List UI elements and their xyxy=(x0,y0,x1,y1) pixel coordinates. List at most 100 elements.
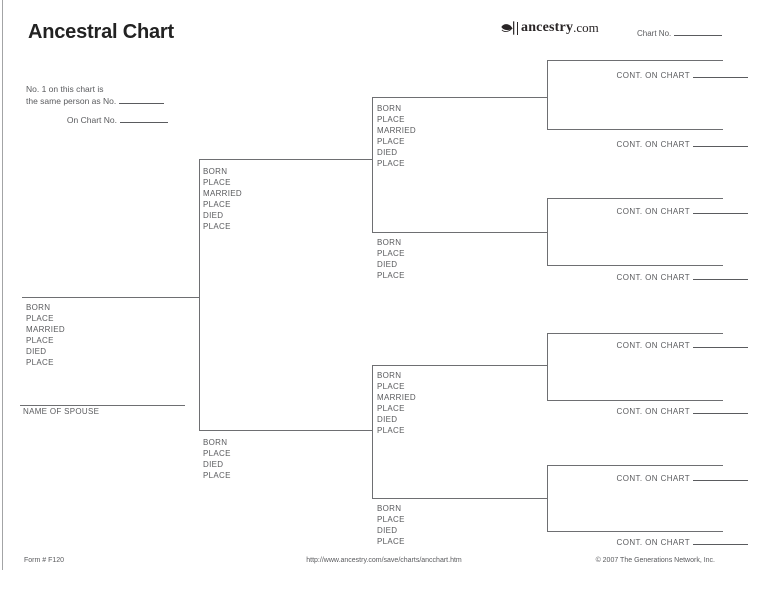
great-grandparent-8-name-line xyxy=(547,531,723,532)
on-chart-no-blank xyxy=(120,115,168,123)
field-label: BORN xyxy=(377,371,402,380)
maternal-grandfather-name-line xyxy=(372,365,547,366)
field-label: BORN xyxy=(377,238,402,247)
ancestry-leaf-icon xyxy=(500,20,516,36)
spouse-label: NAME OF SPOUSE xyxy=(23,407,100,416)
mother-name-line xyxy=(199,430,373,431)
logo-tld-text: .com xyxy=(573,20,599,35)
field-label: PLACE xyxy=(26,336,54,345)
father-field-labels: BORN PLACE MARRIED PLACE DIED PLACE xyxy=(203,166,242,232)
on-chart-no-field: On Chart No. xyxy=(26,115,168,125)
great-grandparent-bracket-1-connector xyxy=(547,60,548,130)
logo-divider xyxy=(517,21,518,35)
field-label: DIED xyxy=(377,526,398,535)
field-label: PLACE xyxy=(203,449,231,458)
great-grandparent-1-name-line xyxy=(547,60,723,61)
field-label: PLACE xyxy=(377,382,405,391)
field-label: PLACE xyxy=(203,200,231,209)
great-grandparent-3-name-line xyxy=(547,198,723,199)
field-label: PLACE xyxy=(377,404,405,413)
field-label: MARRIED xyxy=(203,189,242,198)
field-label: DIED xyxy=(377,415,398,424)
page-title: Ancestral Chart xyxy=(28,21,174,43)
same-person-blank xyxy=(119,96,165,104)
field-label: PLACE xyxy=(203,222,231,231)
field-label: MARRIED xyxy=(377,126,416,135)
field-label: PLACE xyxy=(377,159,405,168)
cont-on-chart-field-4: CONT. ON CHART xyxy=(617,272,748,282)
maternal-grandfather-field-labels: BORN PLACE MARRIED PLACE DIED PLACE xyxy=(377,370,416,436)
paternal-grandmother-name-line xyxy=(372,232,547,233)
great-grandparent-5-name-line xyxy=(547,333,723,334)
field-label: PLACE xyxy=(26,314,54,323)
field-label: PLACE xyxy=(377,515,405,524)
field-label: BORN xyxy=(26,303,51,312)
chart-note: No. 1 on this chart is the same person a… xyxy=(26,83,165,107)
maternal-grandmother-field-labels: BORN PLACE DIED PLACE xyxy=(377,503,405,547)
footer-url: http://www.ancestry.com/save/charts/ancc… xyxy=(306,557,462,564)
field-label: BORN xyxy=(203,167,228,176)
paternal-grandfather-name-line xyxy=(372,97,547,98)
field-label: BORN xyxy=(203,438,228,447)
form-number: Form # F120 xyxy=(24,557,65,564)
field-label: PLACE xyxy=(203,178,231,187)
field-label: PLACE xyxy=(203,471,231,480)
spouse-name-line xyxy=(20,405,185,406)
person-1-name-line xyxy=(22,297,200,298)
paternal-grandfather-field-labels: BORN PLACE MARRIED PLACE DIED PLACE xyxy=(377,103,416,169)
cont-blank-7 xyxy=(693,473,748,481)
paternal-grandmother-field-labels: BORN PLACE DIED PLACE xyxy=(377,237,405,281)
great-grandparent-7-name-line xyxy=(547,465,723,466)
chart-no-field: Chart No. xyxy=(637,28,723,38)
paternal-grandparents-connector-line xyxy=(372,97,373,233)
field-label: PLACE xyxy=(377,249,405,258)
cont-on-chart-field-2: CONT. ON CHART xyxy=(617,139,748,149)
field-label: PLACE xyxy=(377,115,405,124)
field-label: DIED xyxy=(203,211,224,220)
field-label: DIED xyxy=(203,460,224,469)
on-chart-no-label: On Chart No. xyxy=(66,115,117,125)
cont-blank-6 xyxy=(693,406,748,414)
great-grandparent-bracket-4-connector xyxy=(547,465,548,532)
chart-note-line-2: the same person as No. xyxy=(26,95,165,107)
field-label: MARRIED xyxy=(377,393,416,402)
great-grandparent-2-name-line xyxy=(547,129,723,130)
maternal-grandparents-connector-line xyxy=(372,365,373,499)
field-label: PLACE xyxy=(377,137,405,146)
cont-blank-3 xyxy=(693,206,748,214)
mother-field-labels: BORN PLACE DIED PLACE xyxy=(203,437,231,481)
cont-on-chart-field-5: CONT. ON CHART xyxy=(617,340,748,350)
cont-on-chart-field-1: CONT. ON CHART xyxy=(617,70,748,80)
logo-brand-text: ancestry xyxy=(521,20,574,35)
cont-on-chart-field-3: CONT. ON CHART xyxy=(617,206,748,216)
field-label: DIED xyxy=(377,148,398,157)
field-label: PLACE xyxy=(377,426,405,435)
cont-blank-4 xyxy=(693,272,748,280)
page-left-edge xyxy=(2,0,3,570)
field-label: MARRIED xyxy=(26,325,65,334)
cont-on-chart-field-6: CONT. ON CHART xyxy=(617,406,748,416)
great-grandparent-bracket-3-connector xyxy=(547,333,548,401)
maternal-grandmother-name-line xyxy=(372,498,547,499)
field-label: BORN xyxy=(377,104,402,113)
footer-copyright: © 2007 The Generations Network, Inc. xyxy=(595,557,715,564)
field-label: PLACE xyxy=(377,271,405,280)
ancestry-logo: ancestry .com xyxy=(500,20,599,36)
field-label: BORN xyxy=(377,504,402,513)
chart-note-line-1: No. 1 on this chart is xyxy=(26,84,104,94)
cont-blank-5 xyxy=(693,340,748,348)
great-grandparent-bracket-2-connector xyxy=(547,198,548,266)
father-name-line xyxy=(199,159,373,160)
cont-on-chart-field-7: CONT. ON CHART xyxy=(617,473,748,483)
field-label: PLACE xyxy=(26,358,54,367)
cont-blank-8 xyxy=(693,537,748,545)
great-grandparent-4-name-line xyxy=(547,265,723,266)
chart-no-label: Chart No. xyxy=(637,29,672,38)
cont-blank-2 xyxy=(693,139,748,147)
field-label: DIED xyxy=(377,260,398,269)
chart-no-blank xyxy=(674,28,723,36)
field-label: PLACE xyxy=(377,537,405,546)
cont-blank-1 xyxy=(693,70,748,78)
